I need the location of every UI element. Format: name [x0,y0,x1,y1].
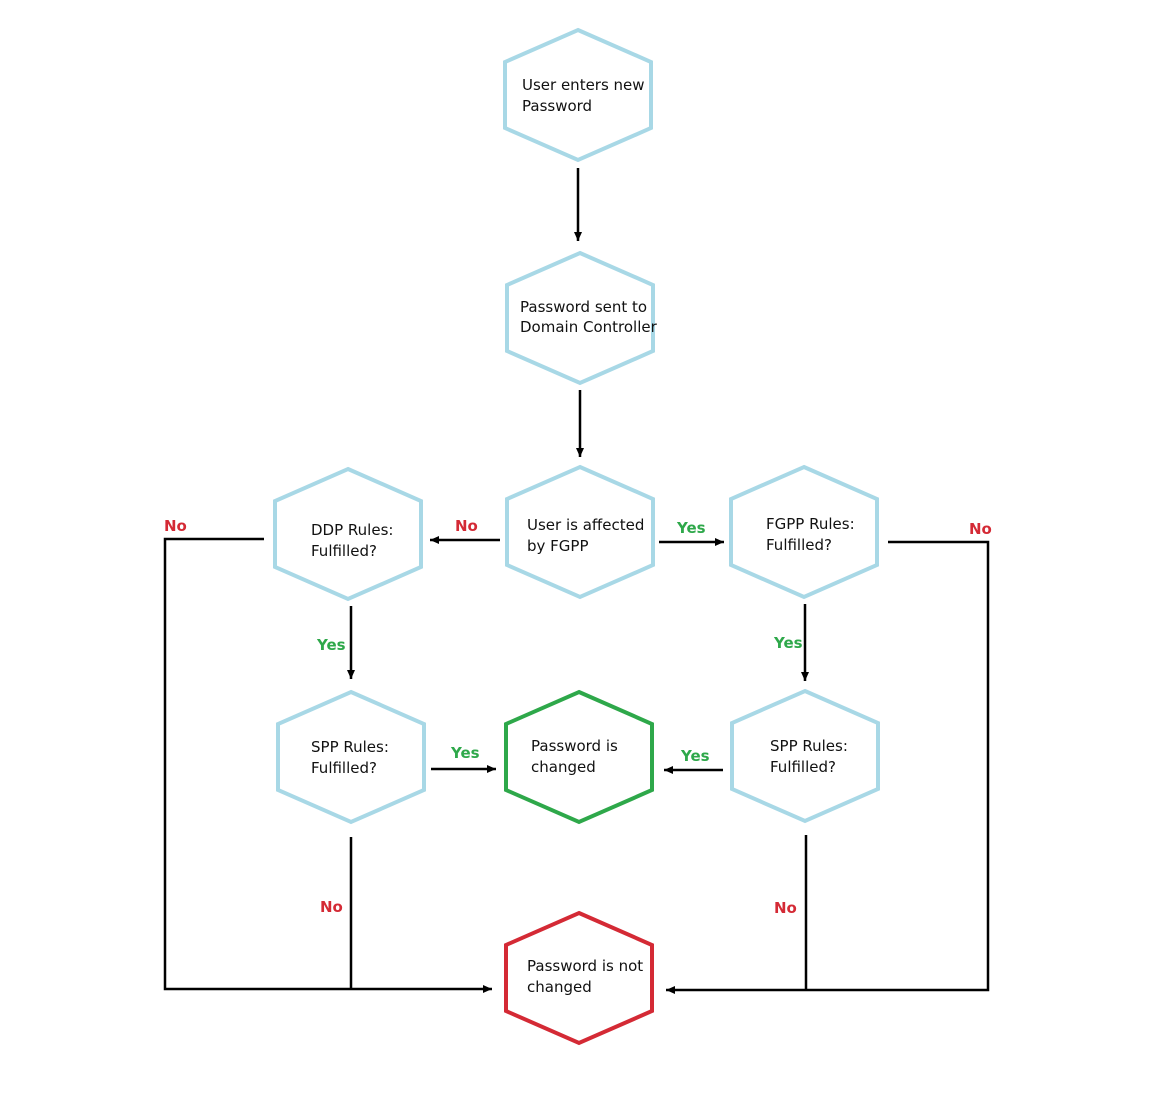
node-label-line2: by FGPP [527,537,589,555]
node-label-line1: SPP Rules: [311,738,389,756]
node-label-line2: Fulfilled? [766,536,832,554]
edge-labels: No Yes No Yes No Yes Yes No Yes No [164,517,992,917]
edge-label-spp-right-yes: Yes [680,747,710,765]
node-label-line1: User enters new [522,76,645,94]
path-ddp-no-to-not-changed [163,537,492,993]
node-spp-rules-left: SPP Rules: Fulfilled? [276,689,426,825]
edge-label-ddp-no: No [164,517,187,535]
node-user-affected-by-fgpp: User is affected by FGPP [505,464,655,600]
node-password-changed: Password is changed [504,689,654,825]
node-label-line2: Domain Controller [520,318,658,336]
hexagon-shape [505,464,655,600]
node-label-line1: FGPP Rules: [766,515,855,533]
node-label-line1: User is affected [527,516,644,534]
node-label-line2: Fulfilled? [311,759,377,777]
node-label-line1: Password is not [527,957,643,975]
node-user-enters-password: User enters new Password [503,27,653,163]
connectors [163,168,990,994]
node-spp-rules-right: SPP Rules: Fulfilled? [730,688,880,824]
edge-label-fgpp-rules-yes: Yes [773,634,803,652]
hexagon-shape [273,466,423,602]
hexagon-shape [504,689,654,825]
path-fgpp-no-to-not-changed [666,540,990,994]
hexagon-shape [729,464,879,600]
node-label-line1: SPP Rules: [770,737,848,755]
hexagon-shape [276,689,426,825]
hexagon-shape [504,910,654,1046]
node-ddp-rules: DDP Rules: Fulfilled? [273,466,423,602]
node-label-line1: DDP Rules: [311,521,393,539]
node-label-line1: Password is [531,737,618,755]
node-label-line2: changed [531,758,596,776]
hexagon-shape [730,688,880,824]
edge-label-spp-right-no: No [774,899,797,917]
edge-label-fgpp-yes: Yes [676,519,706,537]
edge-label-spp-left-yes: Yes [450,744,480,762]
node-fgpp-rules: FGPP Rules: Fulfilled? [729,464,879,600]
edge-label-spp-left-no: No [320,898,343,916]
edge-label-ddp-yes: Yes [316,636,346,654]
hexagon-shape [505,250,655,386]
node-label-line1: Password sent to [520,298,647,316]
node-label-line2: changed [527,978,592,996]
edge-label-fgpp-rules-no: No [969,520,992,538]
node-password-sent-to-dc: Password sent to Domain Controller [505,250,658,386]
node-label-line2: Fulfilled? [311,542,377,560]
hexagon-shape [503,27,653,163]
node-password-not-changed: Password is not changed [504,910,654,1046]
edge-label-fgpp-no: No [455,517,478,535]
node-label-line2: Password [522,97,592,115]
node-label-line2: Fulfilled? [770,758,836,776]
